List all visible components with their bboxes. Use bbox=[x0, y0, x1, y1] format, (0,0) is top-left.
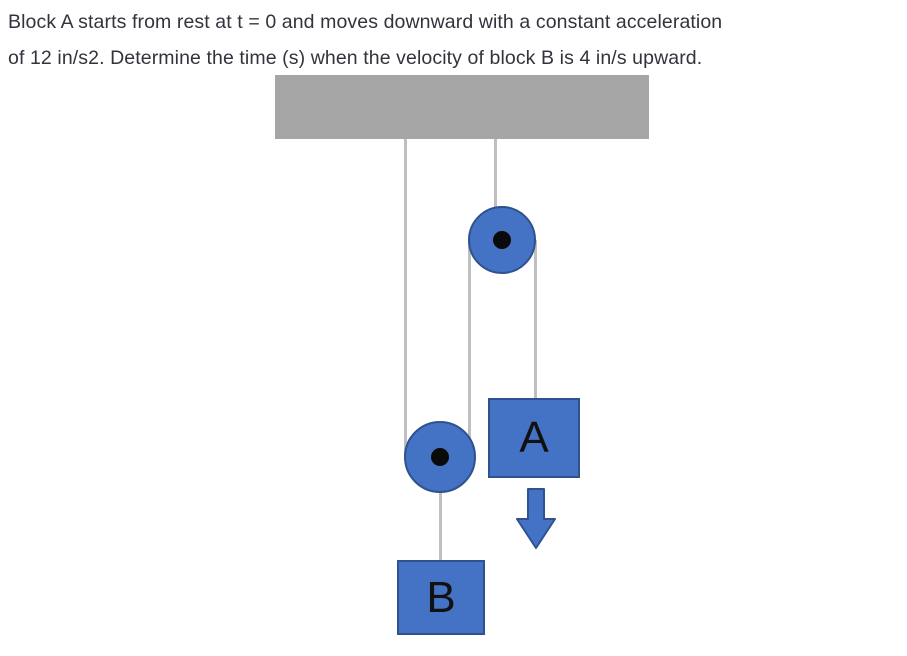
block-b-label: B bbox=[426, 572, 456, 622]
upper-pulley-hub bbox=[493, 231, 511, 249]
block-a-label: A bbox=[519, 413, 549, 462]
lower-pulley-hub bbox=[431, 448, 449, 466]
rope-ceiling-to-upper-pulley bbox=[494, 139, 497, 211]
block-a: A bbox=[488, 398, 580, 478]
problem-line-2: of 12 in/s2. Determine the time (s) when… bbox=[8, 47, 703, 69]
lower-pulley bbox=[404, 421, 476, 493]
rope-ceiling-to-lower-pulley bbox=[404, 139, 407, 459]
rope-upper-pulley-left-side bbox=[468, 240, 471, 454]
upper-pulley bbox=[468, 206, 536, 274]
rope-lower-pulley-to-block-b bbox=[439, 457, 442, 563]
problem-line-1: Block A starts from rest at t = 0 and mo… bbox=[8, 11, 723, 33]
problem-statement: Block A starts from rest at t = 0 and mo… bbox=[8, 4, 900, 76]
rope-upper-pulley-to-block-a bbox=[534, 240, 537, 400]
ceiling-bar bbox=[275, 75, 649, 139]
block-b: B bbox=[397, 560, 485, 635]
down-arrow-icon bbox=[516, 488, 556, 549]
